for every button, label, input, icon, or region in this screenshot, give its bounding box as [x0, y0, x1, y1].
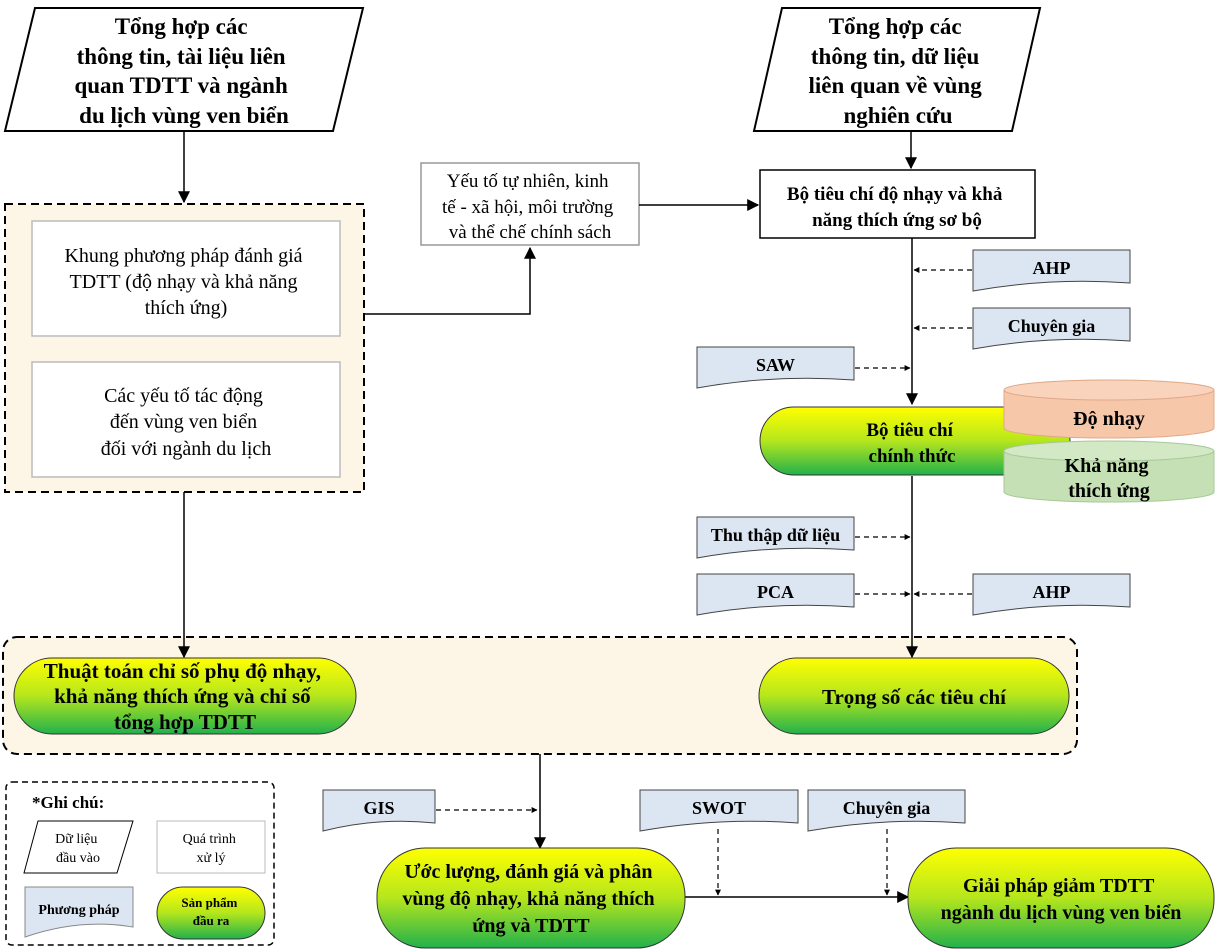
method-data-collection: Thu thập dữ liệu: [696, 516, 855, 559]
svg-text:Sản phẩm đầu ra: Sản phẩm đầu ra: [181, 895, 240, 928]
svg-text:Các yếu tố tác động đến: Các yếu tố tác động đến vùng ven biển đố…: [101, 385, 272, 460]
svg-text:Dữ liệu đầu vào: Dữ liệu đầu vào: [55, 832, 101, 866]
method-ahp-1-label: AHP: [1033, 258, 1071, 278]
svg-text:Yếu tố tự nhiên, kinh tế: Yếu tố tự nhiên, kinh tế - xã hội, môi t…: [442, 171, 618, 243]
svg-text:Bộ tiêu chí chính thức: Bộ tiêu chí chính thức: [866, 420, 957, 467]
method-gis: GIS: [322, 789, 436, 832]
method-swot: SWOT: [639, 789, 799, 832]
svg-text:Độ nhạy: Độ nhạy: [1073, 408, 1145, 430]
process-prelim-criteria: Bộ tiêu chí độ nhạy và khả năng thích ứn…: [759, 169, 1036, 239]
product-algorithm: Thuật toán chỉ số phụ độ nhạy, khả năng …: [13, 657, 357, 735]
method-swot-label: SWOT: [692, 798, 746, 818]
svg-text:Giải pháp giảm TDTT ngàn: Giải pháp giảm TDTT ngành du lịch vùng v…: [941, 875, 1182, 924]
cylinder-adaptive-capacity: Khả năng thích ứng: [1003, 440, 1215, 503]
svg-text:Bộ tiêu chí độ nhạy và khả: Bộ tiêu chí độ nhạy và khả năng thích ứn…: [787, 184, 1007, 231]
method-ahp-2: AHP: [972, 573, 1131, 616]
input-left-text: Tổng hợp các thông tin, tài liệu liên qu…: [74, 14, 293, 128]
legend-process: Quá trình xử lý: [156, 820, 266, 874]
product-solution: Giải pháp giảm TDTT ngành du lịch vùng v…: [907, 847, 1215, 949]
legend-title: *Ghi chú:: [32, 793, 104, 812]
input-left: Tổng hợp các thông tin, tài liệu liên qu…: [3, 7, 365, 132]
svg-text:Trọng số các tiêu chí: Trọng số các tiêu chí: [822, 685, 1007, 709]
legend-method: Phương pháp: [24, 886, 134, 938]
svg-text:Thuật toán chỉ số phụ độ nhạy,: Thuật toán chỉ số phụ độ nhạy, khả năng …: [44, 659, 326, 734]
legend-input: Dữ liệu đầu vào: [23, 820, 134, 874]
input-right: Tổng hợp các thông tin, dữ liệu liên qua…: [752, 7, 1042, 132]
method-ahp-1: AHP: [972, 249, 1131, 292]
method-gis-label: GIS: [363, 798, 394, 818]
method-expert-2: Chuyên gia: [807, 789, 966, 832]
input-right-text: Tổng hợp các thông tin, dữ liệu liên qua…: [809, 14, 988, 128]
legend-product: Sản phẩm đầu ra: [156, 886, 266, 940]
legend: *Ghi chú: Dữ liệu đầu vào Quá trình xử l…: [23, 793, 266, 940]
method-ahp-2-label: AHP: [1033, 582, 1071, 602]
process-impact-factors: Các yếu tố tác động đến vùng ven biển đố…: [31, 361, 341, 478]
product-criteria-weights: Trọng số các tiêu chí: [758, 657, 1070, 735]
svg-text:Phương pháp: Phương pháp: [38, 903, 119, 918]
svg-text:Ước lượng, đánh giá và phân: Ước lượng, đánh giá và phân vùng độ nhạy…: [402, 861, 659, 937]
method-expert-1-label: Chuyên gia: [1008, 316, 1096, 336]
process-framework: Khung phương pháp đánh giá TDTT (độ nhạy…: [31, 220, 341, 337]
method-expert-2-label: Chuyên gia: [843, 798, 931, 818]
connectors: [178, 131, 918, 903]
method-expert-1: Chuyên gia: [972, 307, 1131, 350]
product-official-criteria: Bộ tiêu chí chính thức: [759, 406, 1071, 476]
cylinder-sensitivity: Độ nhạy: [1003, 379, 1215, 439]
method-pca: PCA: [696, 573, 855, 616]
process-factors: Yếu tố tự nhiên, kinh tế - xã hội, môi t…: [420, 162, 640, 246]
method-pca-label: PCA: [757, 582, 794, 602]
svg-text:Khung phương pháp đánh giá: Khung phương pháp đánh giá TDTT (độ nhạy…: [64, 245, 307, 319]
method-saw: SAW: [696, 346, 855, 389]
product-estimate-zoning: Ước lượng, đánh giá và phân vùng độ nhạy…: [376, 847, 686, 949]
method-saw-label: SAW: [756, 355, 795, 375]
svg-text:Quá trình xử lý: Quá trình xử lý: [183, 832, 240, 866]
method-connectors: [436, 267, 972, 896]
svg-text:Khả năng thích ứng: Khả năng thích ứng: [1065, 455, 1154, 502]
method-data-collection-label: Thu thập dữ liệu: [711, 525, 840, 545]
